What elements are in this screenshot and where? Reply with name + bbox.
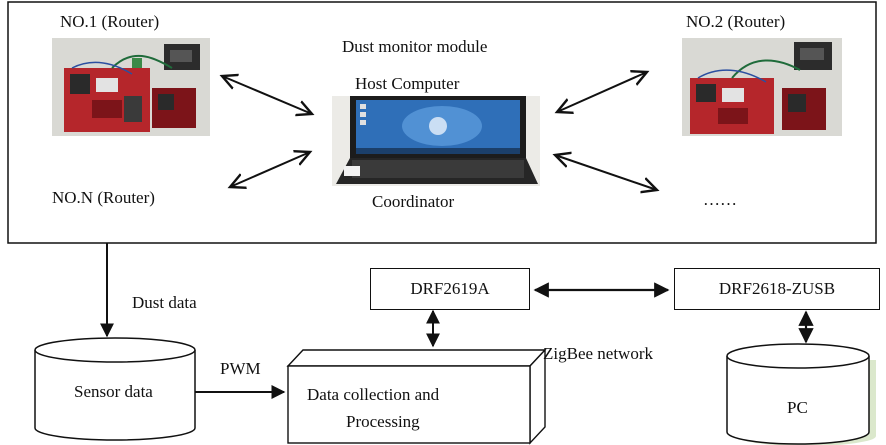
router2-photo: [682, 38, 842, 136]
processing-box: [286, 348, 547, 445]
processing-line2: Processing: [346, 412, 420, 431]
coordinator-label: Coordinator: [372, 192, 455, 211]
arrow-router1-host: [222, 76, 312, 114]
router1-photo: [52, 38, 210, 136]
processing-line1: Data collection and: [307, 385, 440, 404]
router2-label: NO.2 (Router): [686, 12, 786, 31]
drf2619a-box: DRF2619A: [370, 268, 530, 310]
pc-label: PC: [787, 398, 808, 417]
routerN-label: NO.N (Router): [52, 188, 155, 207]
dust-monitor-panel: [7, 1, 877, 244]
zigbee-network-label: ZigBee network: [543, 344, 653, 363]
module-label: Dust monitor module: [342, 37, 488, 56]
sensor-data-cylinder: [34, 337, 196, 441]
pc-cylinder: [726, 343, 876, 445]
drf2618-zusb-box: DRF2618-ZUSB: [674, 268, 880, 310]
pwm-label: PWM: [220, 359, 261, 378]
dust-data-label: Dust data: [132, 293, 197, 312]
router1-label: NO.1 (Router): [60, 12, 160, 31]
arrow-routerN-host: [230, 152, 310, 187]
arrow-host-router2: [557, 72, 647, 112]
sensor-data-label: Sensor data: [74, 382, 153, 401]
host-computer-photo: [332, 96, 540, 186]
host-computer-label: Host Computer: [355, 74, 460, 93]
more-routers-label: ……: [703, 190, 737, 209]
arrow-host-more: [555, 155, 657, 190]
